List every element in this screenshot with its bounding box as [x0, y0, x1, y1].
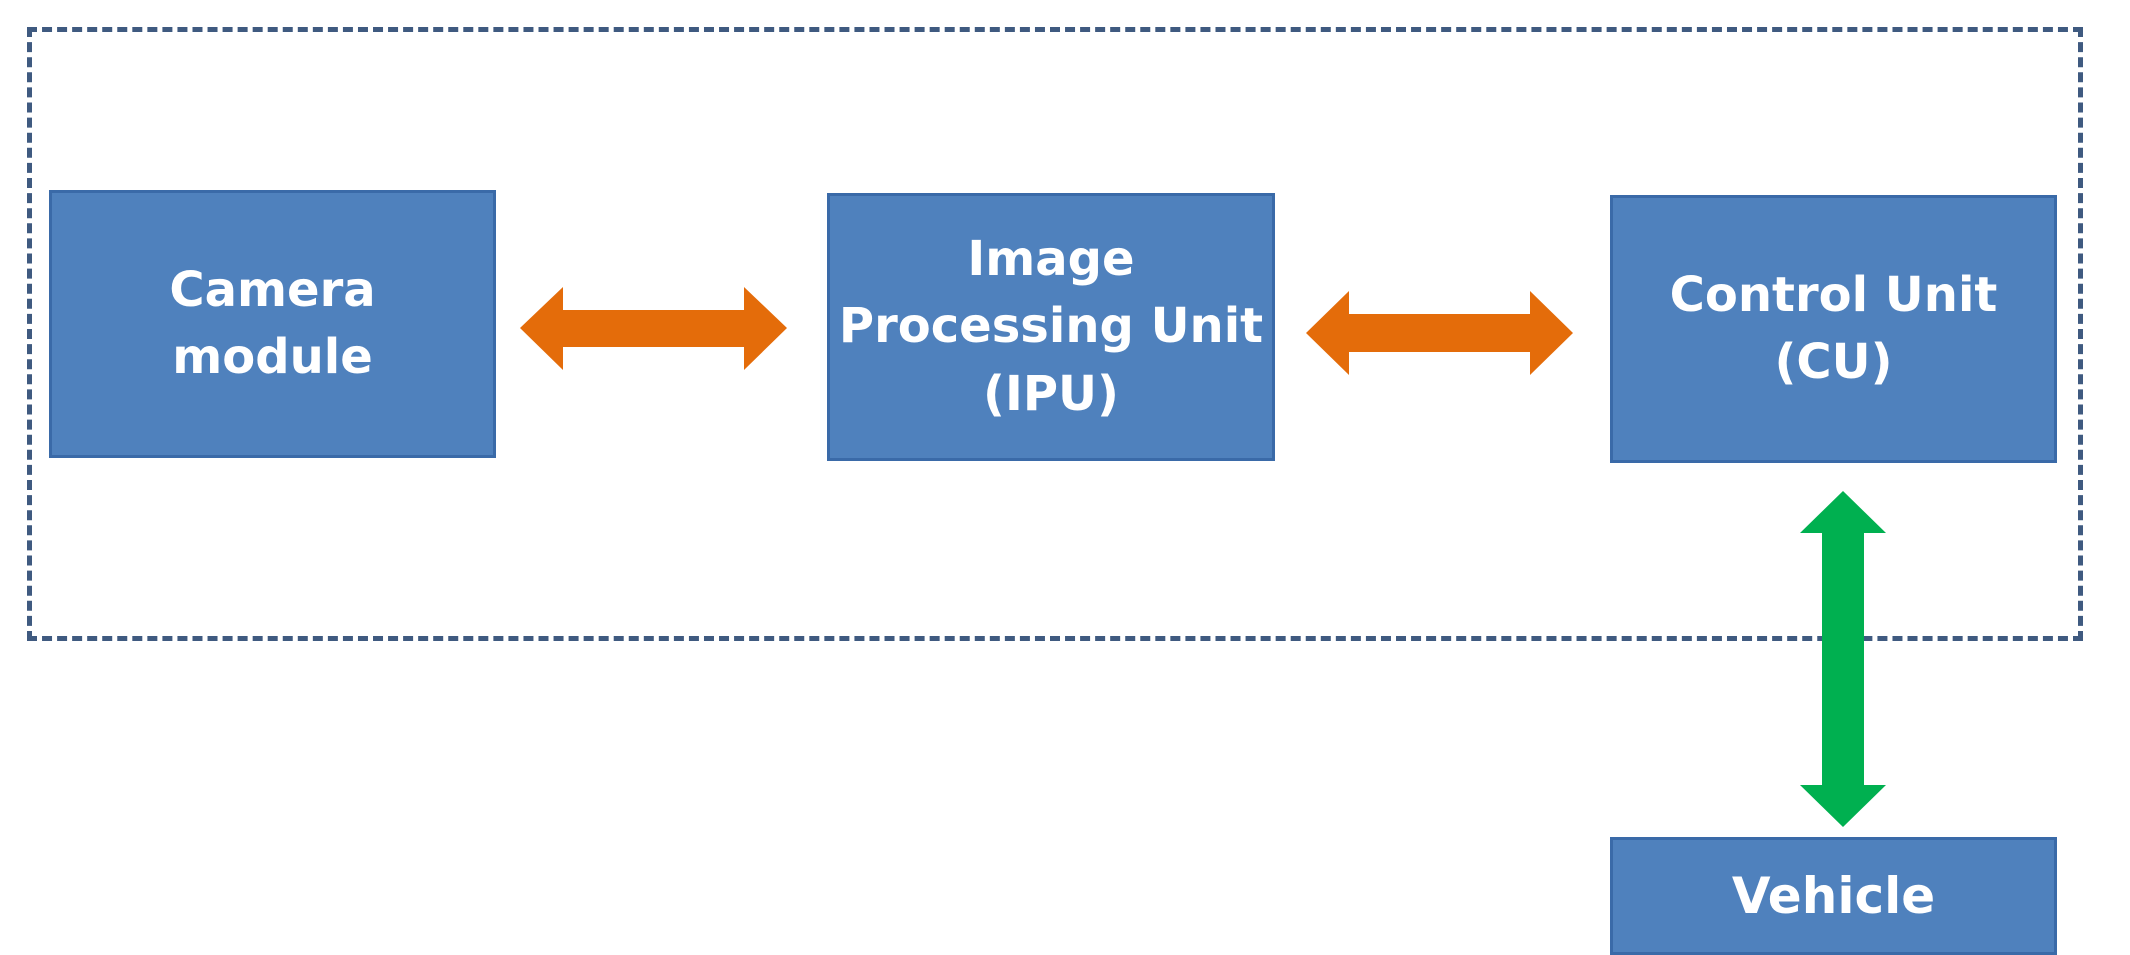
camera-ipu-double-arrow: [520, 287, 787, 370]
camera-module-label-line2: module: [172, 329, 373, 385]
ipu-label-line2: Processing Unit: [838, 298, 1264, 355]
image-processing-unit-box: Image Processing Unit (IPU): [827, 193, 1275, 461]
vehicle-label: Vehicle: [1731, 867, 1936, 925]
camera-module-box: Camera module: [49, 190, 496, 458]
cu-label-line2: (CU): [1774, 334, 1893, 390]
cu-vehicle-double-arrow: [1800, 491, 1886, 827]
vehicle-box: Vehicle: [1610, 837, 2057, 955]
control-unit-box: Control Unit (CU): [1610, 195, 2057, 463]
cu-label-line1: Control Unit: [1669, 266, 1998, 323]
system-boundary-frame: [27, 27, 2083, 641]
ipu-label-line1: Image: [967, 231, 1135, 288]
camera-module-label-line1: Camera: [169, 261, 376, 318]
ipu-cu-double-arrow: [1306, 291, 1573, 375]
ipu-label-line3: (IPU): [983, 365, 1119, 422]
